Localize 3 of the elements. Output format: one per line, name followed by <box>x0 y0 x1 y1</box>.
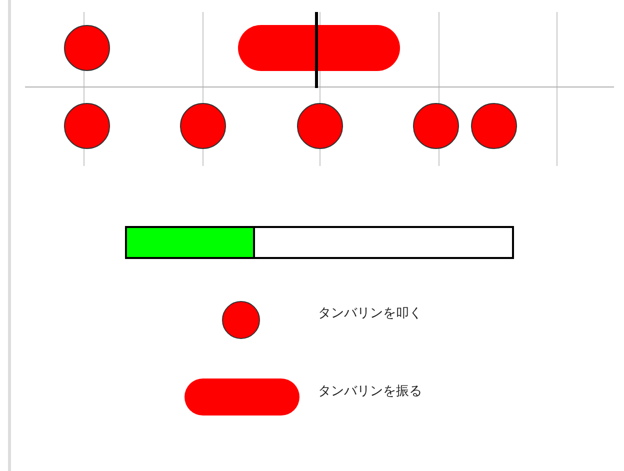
shake-note-bar <box>238 25 400 71</box>
legend-label: タンバリンを振る <box>318 383 422 401</box>
legend-label: タンバリンを叩く <box>318 305 422 323</box>
